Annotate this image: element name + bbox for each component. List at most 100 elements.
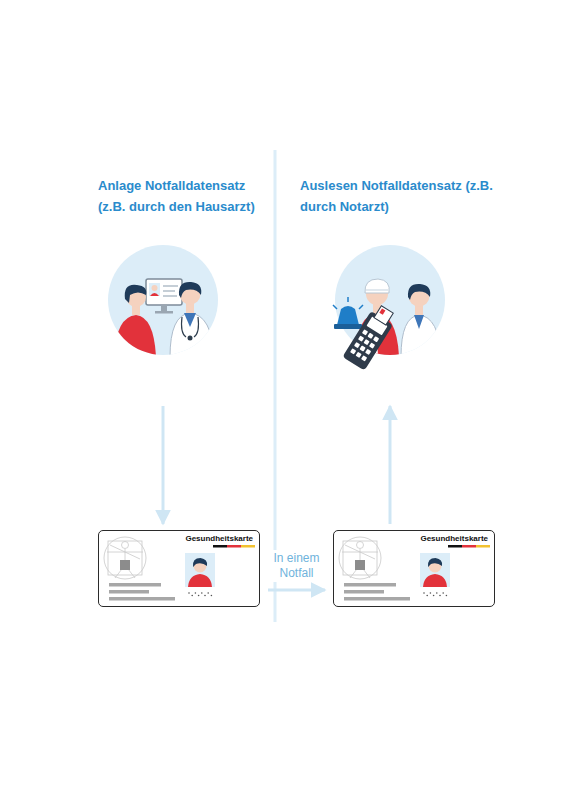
braille-dots	[211, 595, 213, 597]
braille-dots	[201, 592, 203, 594]
doctor-patient-scene	[155, 311, 173, 314]
card-reader	[358, 336, 364, 342]
emergency-scene	[365, 279, 389, 293]
flow-arrow	[268, 589, 325, 592]
vitruvian-figure	[339, 537, 381, 579]
flag-stripe	[227, 545, 241, 548]
emergency-scene	[408, 284, 430, 300]
card-reader	[356, 352, 362, 358]
health-card: Gesundheitskarte	[333, 530, 495, 607]
braille-dots	[442, 592, 444, 594]
doctor-patient-scene	[179, 282, 201, 298]
photo	[420, 553, 450, 587]
siren-light	[333, 297, 363, 329]
doctor-patient-scene	[114, 279, 214, 357]
doctor-patient-scene	[182, 317, 199, 337]
flow-arrow	[162, 406, 165, 524]
flag-stripe	[213, 545, 255, 548]
braille-dots	[439, 595, 441, 597]
card-reader	[369, 342, 375, 348]
photo	[188, 574, 212, 587]
card-reader	[374, 306, 393, 325]
doctor-patient-scene	[152, 285, 158, 291]
photo	[423, 574, 447, 587]
flag-stripe	[448, 545, 490, 548]
emergency-scene	[366, 289, 388, 291]
data-lines	[109, 590, 149, 594]
doctor-patient-scene	[188, 336, 193, 341]
card-reader	[350, 329, 379, 361]
card-reader	[361, 355, 367, 361]
flag-stripe	[476, 545, 490, 548]
card-reader	[379, 308, 385, 314]
braille-dots	[204, 595, 206, 597]
photo	[185, 553, 215, 587]
braille-dots	[188, 592, 212, 596]
doctor-patient-scene	[146, 279, 182, 305]
doctor-patient-scene	[163, 295, 177, 297]
doctor-patient-scene	[170, 313, 214, 357]
flag-stripe	[462, 545, 476, 548]
card-title: Gesundheitskarte	[185, 534, 253, 543]
doctor-patient-scene	[150, 293, 159, 296]
data-lines	[109, 597, 175, 601]
photo	[428, 558, 442, 567]
illustration-box: Auslesen Notfalldatensatz (z.B. durch No…	[300, 175, 496, 400]
braille-dots	[198, 595, 200, 597]
doctor-patient-scene	[161, 305, 167, 311]
vitruvian-figure	[107, 545, 143, 578]
siren-light	[337, 306, 359, 325]
step-heading: Auslesen Notfalldatensatz (z.B. durch No…	[300, 175, 496, 217]
braille-dots	[433, 595, 435, 597]
chip	[120, 560, 130, 570]
doctor-patient-scene	[125, 285, 147, 303]
braille-dots	[423, 592, 447, 596]
card-reader	[360, 345, 366, 351]
health-card: Gesundheitskarte	[98, 530, 260, 607]
data-lines	[344, 583, 410, 601]
data-lines	[109, 583, 161, 587]
braille-dots	[423, 592, 425, 594]
siren-light	[333, 297, 363, 309]
braille-dots	[191, 595, 193, 597]
doctor-patient-scene	[149, 283, 160, 296]
photo	[420, 553, 450, 587]
doctor-patient-scene	[114, 315, 156, 357]
vitruvian-figure	[104, 537, 146, 579]
data-lines	[109, 583, 175, 601]
braille-dots	[426, 595, 428, 597]
card-reader	[342, 303, 398, 371]
flag-stripe	[448, 545, 462, 548]
chip	[355, 560, 365, 570]
braille-dots	[430, 592, 432, 594]
siren-light	[334, 324, 362, 329]
braille-dots	[207, 592, 209, 594]
illustration-box: Anlage Notfalldatensatz (z.B. durch den …	[98, 175, 272, 400]
doctor-patient-scene	[163, 290, 175, 292]
emergency-scene	[401, 315, 441, 357]
vitruvian-figure	[342, 545, 378, 578]
flag-stripe	[241, 545, 255, 548]
braille-dots	[446, 595, 448, 597]
scene-illustration	[335, 245, 445, 355]
vitruvian-figure	[339, 537, 381, 579]
card-reader	[362, 329, 368, 335]
card-reader	[350, 348, 356, 354]
photo	[193, 558, 207, 567]
flow-arrow	[389, 406, 392, 524]
card-title: Gesundheitskarte	[420, 534, 488, 543]
doctor-patient-scene	[184, 313, 196, 327]
data-lines	[344, 583, 396, 587]
braille-dots	[436, 592, 438, 594]
scene-illustration	[108, 245, 218, 355]
card-reader	[363, 339, 369, 345]
card-reader	[365, 349, 371, 355]
edge-label: In einem Notfall	[264, 550, 330, 582]
flag-stripe	[213, 545, 227, 548]
vitruvian-figure	[357, 542, 364, 549]
data-lines	[344, 590, 384, 594]
emergency-scene	[414, 315, 424, 329]
